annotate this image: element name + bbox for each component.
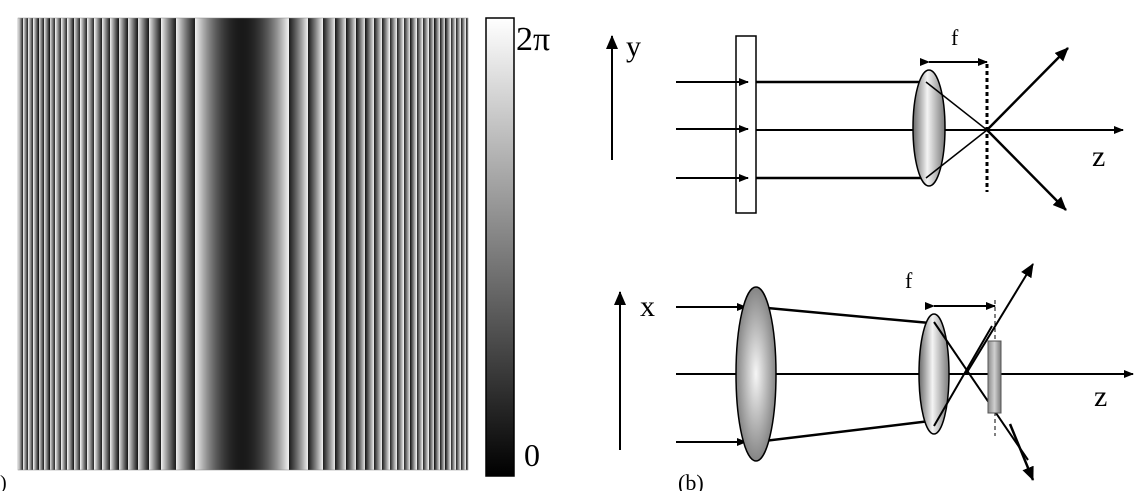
- colorbar: [485, 17, 515, 477]
- x-axis-label: x: [640, 290, 655, 323]
- phase-stripes: [18, 18, 469, 470]
- bottom-setup-diagram: x z f: [614, 263, 1134, 481]
- converging-ray-upper: [925, 81, 988, 131]
- crossing-ray-2: [933, 325, 993, 427]
- converging-ray-lower: [925, 129, 988, 179]
- z-axis-label-bottom: z: [1094, 380, 1107, 413]
- cylindrical-lens: [735, 286, 777, 462]
- phase-pattern-panel: 2π 0 ): [0, 17, 550, 491]
- z-axis-label-top: z: [1092, 140, 1105, 173]
- diffracted-ray-up: [986, 47, 1069, 131]
- panel-a-label: ): [0, 472, 7, 491]
- focal-length-label-top: f: [951, 25, 959, 50]
- phase-plate-bottom: [987, 340, 1002, 414]
- converging-ray-b-upper: [755, 305, 931, 325]
- crossing-ray-1: [933, 321, 1029, 461]
- phase-plate: [735, 35, 757, 214]
- converging-ray-b-lower: [755, 419, 931, 444]
- diffracted-ray-down: [986, 129, 1067, 211]
- diffracted-ray-b-up: [965, 263, 1034, 375]
- y-axis-label: y: [626, 30, 641, 63]
- focusing-lens-top: [912, 69, 946, 187]
- diffracted-ray-b-down: [1008, 423, 1035, 481]
- phase-pattern-frame: [17, 17, 469, 471]
- panel-b-label: (b): [678, 470, 704, 491]
- colorbar-min-label: 0: [524, 437, 540, 473]
- focal-length-label-bottom: f: [905, 268, 913, 293]
- focusing-lens-bottom: [918, 313, 950, 435]
- colorbar-max-label: 2π: [516, 21, 550, 58]
- optical-setup-panel: y z f x z: [606, 25, 1134, 491]
- top-setup-diagram: y z f: [606, 25, 1124, 214]
